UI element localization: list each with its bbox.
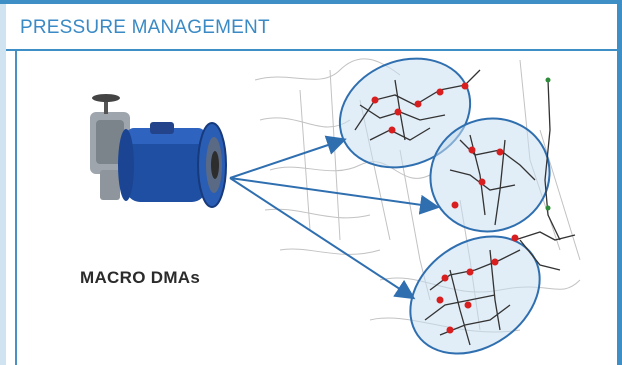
title-divider — [6, 49, 617, 51]
panel-title: PRESSURE MANAGEMENT — [20, 17, 270, 38]
pressure-reducing-valve-icon — [90, 94, 227, 208]
valve-nodes — [371, 82, 519, 334]
frame-right-bar — [617, 0, 622, 365]
distribution-arrows — [229, 135, 440, 300]
dma-zones — [338, 57, 551, 355]
frame-top-bar — [0, 0, 622, 4]
content-left-rule — [15, 51, 17, 365]
zone-lower — [409, 235, 541, 355]
valve-caption: MACRO DMAs — [80, 268, 201, 287]
frame-left-bar — [0, 4, 6, 365]
meter-nodes — [545, 77, 551, 211]
